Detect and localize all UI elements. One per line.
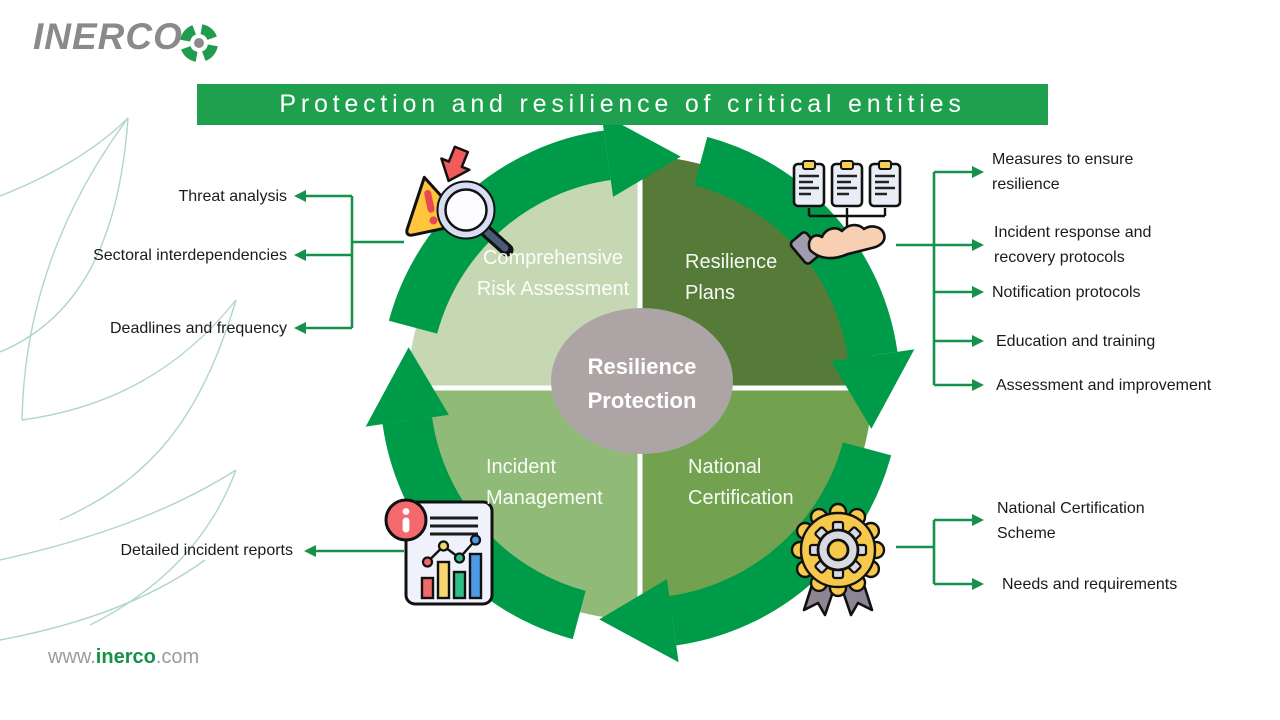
callout-threat-analysis: Threat analysis: [178, 188, 288, 205]
clipboards-hand-icon: [789, 160, 902, 265]
quadrant-label-incident: Incident Management: [486, 456, 603, 509]
cycle-arrow-right: [693, 136, 898, 360]
callout-notification-protocols: Notification protocols: [992, 284, 1141, 301]
quadrant-label-plans: Resilience Plans: [685, 251, 778, 304]
warning-magnifier-icon: [405, 145, 514, 257]
connector-lines: [294, 166, 984, 590]
certification-callout-bracket: [896, 514, 984, 590]
cycle-arrowhead-top: [601, 113, 681, 197]
callout-sectoral-interdependencies: Sectoral interdependencies: [93, 247, 287, 264]
title-banner: Protection and resilience of critical en…: [197, 84, 1048, 125]
callout-needs-requirements: Needs and requirements: [1002, 576, 1178, 593]
quadrant-label-risk: Comprehensive Risk Assessment: [476, 247, 630, 300]
callout-detailed-incident-reports: Detailed incident reports: [120, 542, 293, 559]
incident-report-chart-icon: [384, 498, 494, 606]
leaf-watermark-icon: [0, 117, 237, 641]
page-title: Protection and resilience of critical en…: [279, 90, 966, 118]
cycle-arrowhead-left: [365, 347, 449, 427]
callout-deadlines-frequency: Deadlines and frequency: [109, 320, 287, 337]
callout-measures-resilience: Measures to ensure resilience: [992, 151, 1134, 193]
quadrant-certification: [640, 388, 872, 620]
certification-medal-icon: [790, 502, 886, 617]
center-hub: [551, 308, 733, 454]
quadrant-label-certification: National Certification: [688, 456, 794, 509]
cycle-arrow-bottom: [668, 441, 892, 646]
callout-assessment-improvement: Assessment and improvement: [996, 377, 1212, 394]
brand-logo: INERCO: [33, 16, 183, 57]
website-url: www.inerco.com: [48, 646, 200, 668]
quadrant-incident: [408, 388, 640, 620]
callout-incident-response: Incident response and recovery protocols: [994, 224, 1152, 266]
cycle-arrows: [365, 113, 915, 663]
cycle-arrowhead-right: [831, 349, 915, 429]
resilience-cycle-diagram: [365, 113, 915, 663]
callout-education-training: Education and training: [996, 333, 1156, 350]
pinwheel-icon: [180, 24, 218, 62]
cycle-arrowhead-bottom: [599, 579, 679, 663]
risk-callout-bracket: [294, 190, 404, 334]
plans-callout-bracket: [896, 166, 984, 391]
center-hub-label: Resilience Protection: [587, 354, 697, 413]
callout-certification-scheme: National Certification Scheme: [997, 500, 1145, 542]
incident-callout-arrow: [304, 545, 404, 557]
